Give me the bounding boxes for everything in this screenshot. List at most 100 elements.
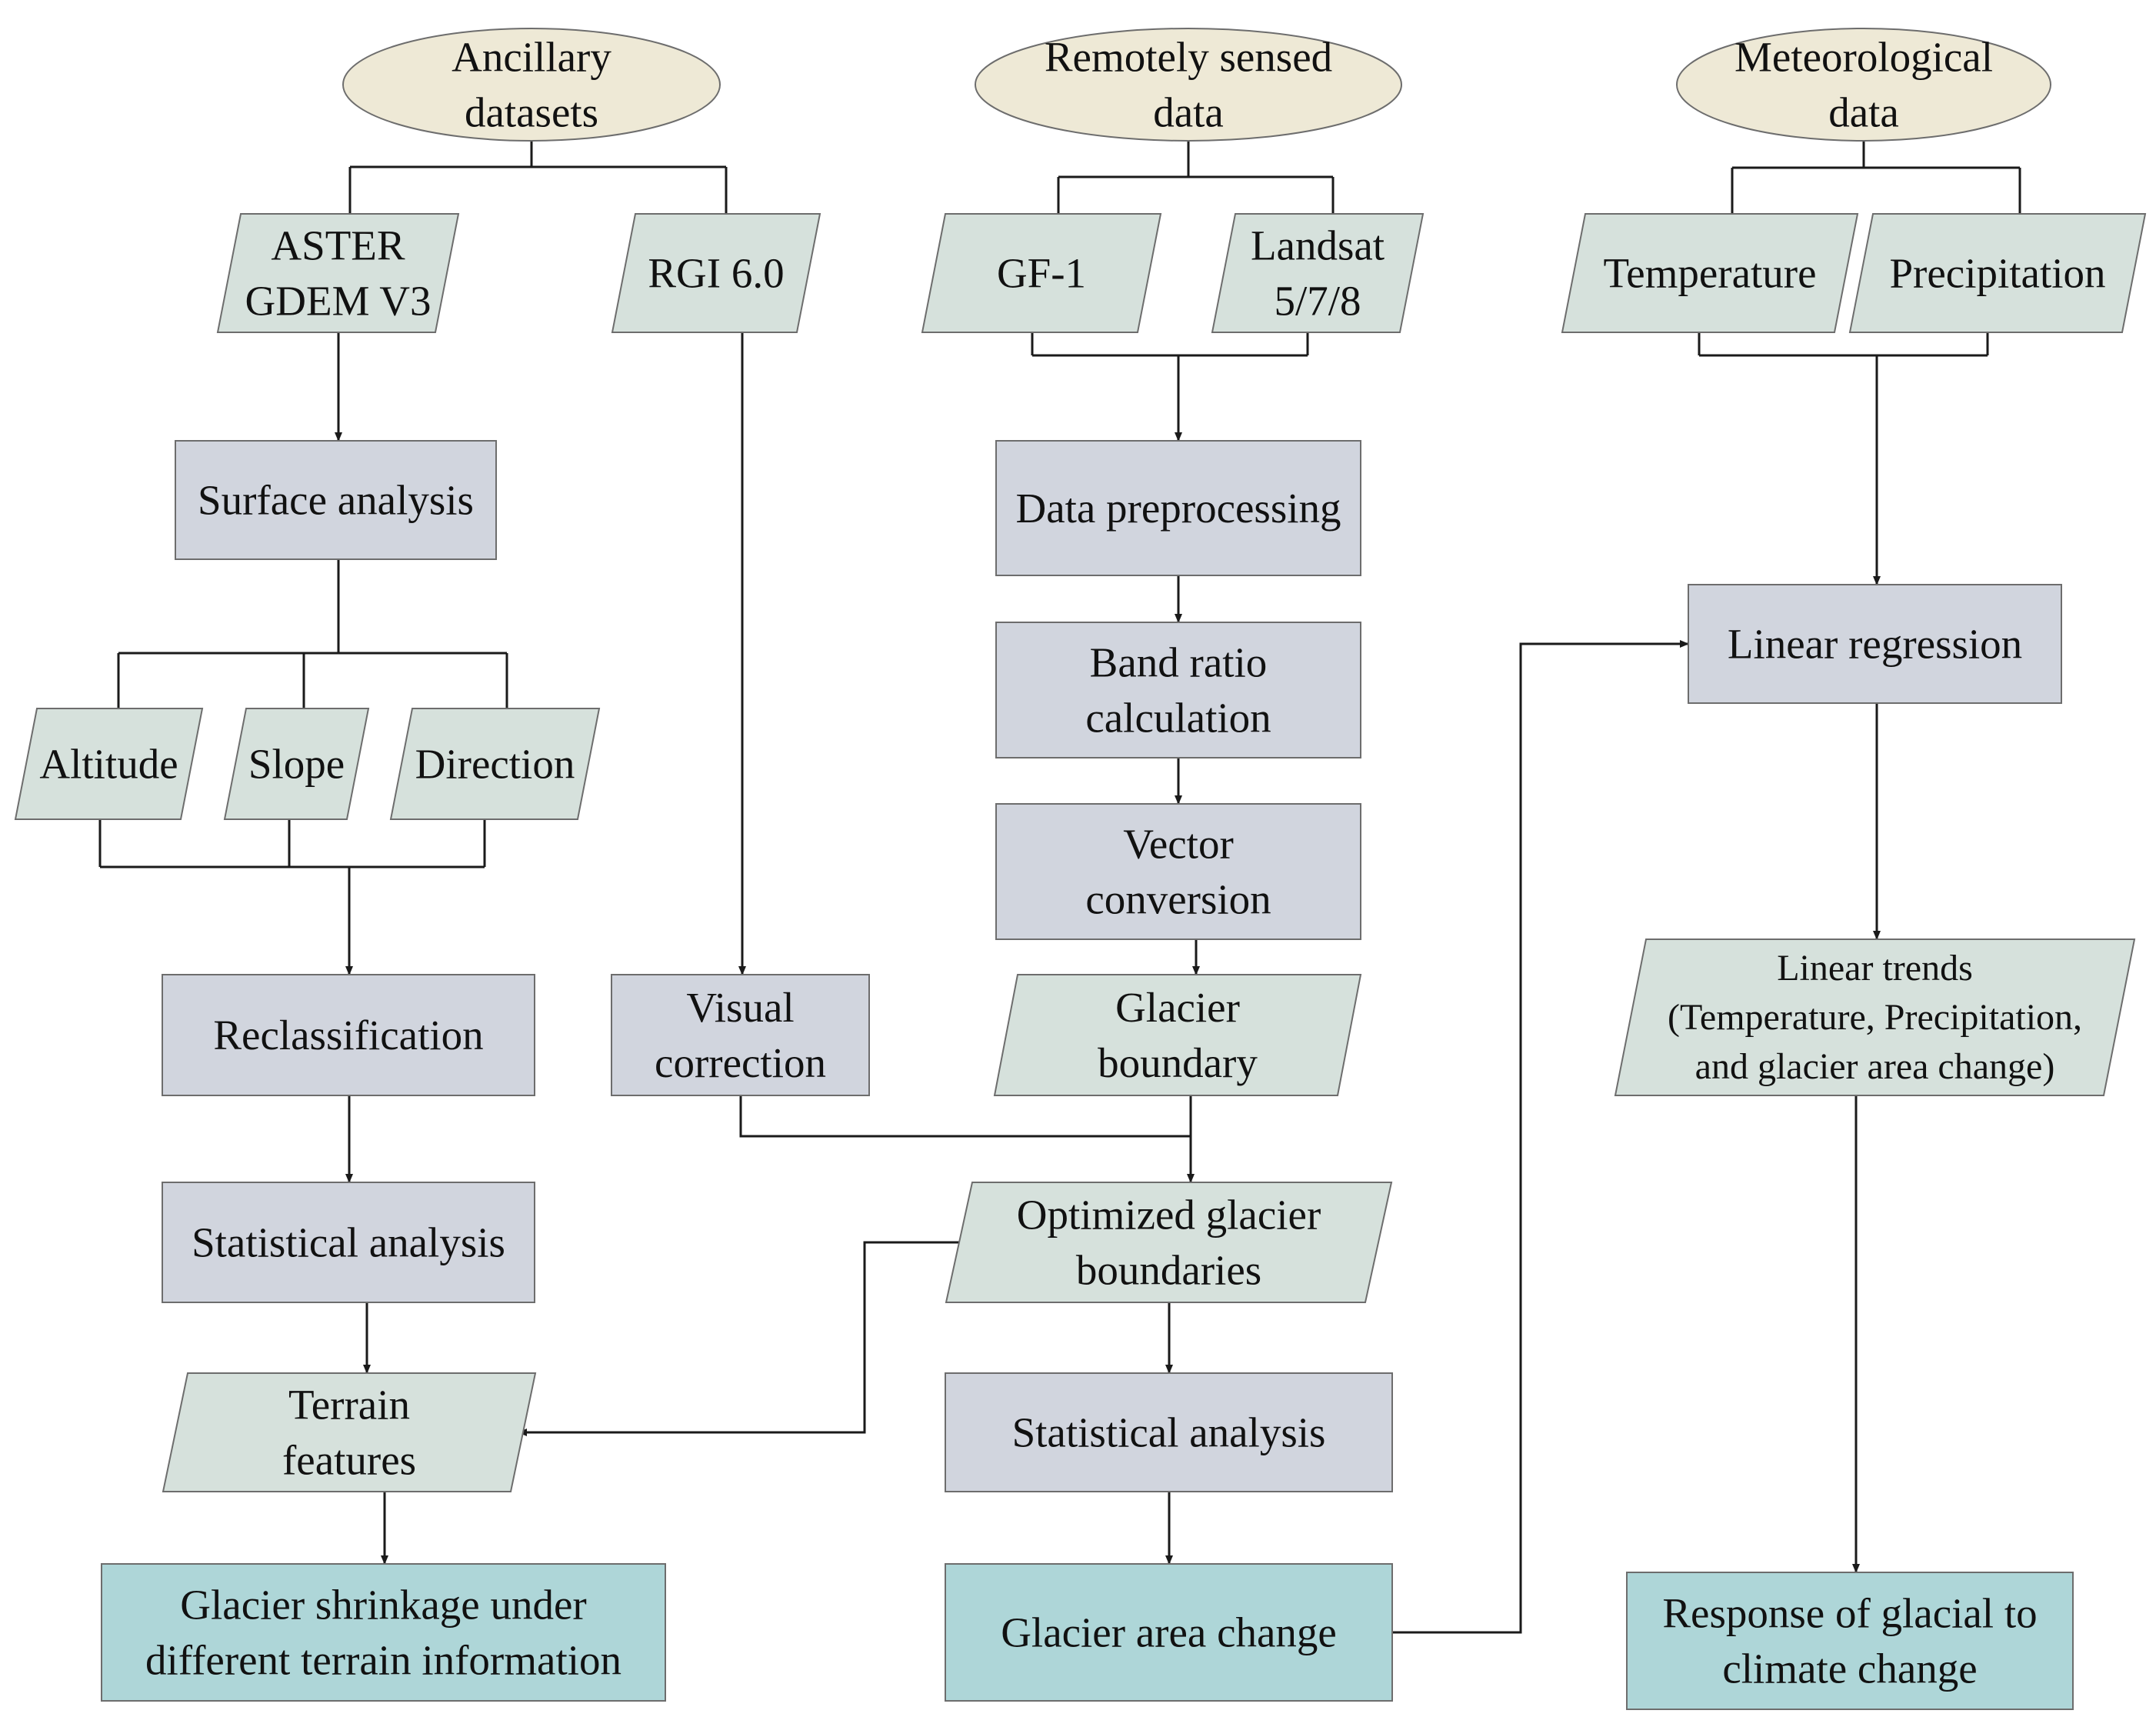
dataset-parallelogram [1211, 213, 1425, 333]
node-precip: Precipitation [1848, 213, 2147, 333]
node-shrinkage: Glacier shrinkage under different terrain… [101, 1563, 666, 1702]
node-vector: Vector conversion [995, 803, 1361, 940]
dataset-parallelogram [389, 708, 601, 820]
node-altitude: Altitude [14, 708, 204, 820]
process-box [611, 974, 870, 1096]
node-label: Landsat [1251, 222, 1385, 269]
node-stat1: Statistical analysis [162, 1182, 535, 1303]
node-surface: Surface analysis [175, 440, 497, 560]
node-preproc: Data preprocessing [995, 440, 1361, 576]
dataset-parallelogram [1848, 213, 2147, 333]
node-label: Statistical analysis [192, 1219, 505, 1266]
node-landsat: Landsat 5/7/8 [1211, 213, 1425, 333]
source-ellipse [342, 28, 721, 142]
node-terrain: Terrain features [162, 1372, 537, 1492]
node-label: Terrain [288, 1382, 410, 1429]
process-box [945, 1372, 1393, 1492]
node-label: (Temperature, Precipitation, [1668, 997, 2082, 1038]
node-areachange: Glacier area change [945, 1563, 1393, 1702]
node-label: Meteorological [1734, 34, 1993, 81]
node-label: Glacier area change [1001, 1609, 1337, 1656]
node-label: GDEM V3 [245, 278, 432, 325]
node-trends: Linear trends (Temperature, Precipitation… [1614, 939, 2136, 1096]
node-label: Direction [415, 741, 575, 788]
node-direction: Direction [389, 708, 601, 820]
node-label: Vector [1123, 821, 1234, 868]
node-label: datasets [465, 89, 598, 136]
node-label: ASTER [271, 222, 405, 269]
arrow-connector [518, 1241, 967, 1436]
node-label: Optimized glacier [1017, 1192, 1321, 1239]
node-label: Surface analysis [198, 477, 474, 524]
process-box [162, 1182, 535, 1303]
node-label: GF-1 [997, 250, 1086, 297]
node-label: Temperature [1603, 250, 1816, 297]
node-linreg: Linear regression [1688, 584, 2062, 704]
node-label: boundaries [1076, 1247, 1261, 1294]
node-label: Linear regression [1728, 621, 2022, 668]
node-label: correction [655, 1039, 826, 1086]
dataset-parallelogram [14, 708, 204, 820]
node-label: 5/7/8 [1274, 278, 1361, 325]
node-stat2: Statistical analysis [945, 1372, 1393, 1492]
node-label: Slope [248, 741, 345, 788]
node-visual: Visual correction [611, 974, 870, 1096]
node-label: Visual [686, 984, 794, 1031]
node-label: features [282, 1437, 416, 1484]
node-label: different terrain information [145, 1637, 621, 1684]
process-box [162, 974, 535, 1096]
node-label: conversion [1085, 876, 1271, 923]
node-temperature: Temperature [1561, 213, 1859, 333]
process-box [995, 440, 1361, 576]
node-label: Altitude [39, 741, 178, 788]
node-label: data [1153, 89, 1224, 136]
process-box [995, 803, 1361, 940]
node-label: Remotely sensed [1045, 34, 1332, 81]
node-label: RGI 6.0 [648, 250, 784, 297]
dataset-parallelogram [1561, 213, 1859, 333]
dataset-parallelogram [216, 213, 460, 333]
node-label: Linear trends [1777, 948, 1973, 989]
result-box [101, 1563, 666, 1702]
result-box [945, 1563, 1393, 1702]
dataset-parallelogram [1614, 939, 2136, 1096]
process-box [995, 622, 1361, 758]
dataset-parallelogram [223, 708, 370, 820]
process-box [1688, 584, 2062, 704]
node-label: Reclassification [213, 1012, 483, 1059]
node-rgi: RGI 6.0 [611, 213, 821, 333]
node-label: boundary [1098, 1039, 1258, 1086]
node-label: Data preprocessing [1015, 485, 1341, 532]
dataset-parallelogram [921, 213, 1162, 333]
connectors [98, 141, 2021, 1634]
dataset-parallelogram [993, 974, 1362, 1096]
dataset-parallelogram [611, 213, 821, 333]
node-reclass: Reclassification [162, 974, 535, 1096]
node-label: Response of glacial to [1662, 1590, 2037, 1637]
node-optimized: Optimized glacier boundaries [945, 1182, 1393, 1303]
source-ellipse [975, 28, 1402, 142]
node-label: and glacier area change) [1695, 1046, 2055, 1087]
arrow-connector [1392, 640, 1689, 1634]
node-aster: ASTER GDEM V3 [216, 213, 460, 333]
node-gf1: GF-1 [921, 213, 1162, 333]
node-slope: Slope [223, 708, 370, 820]
node-label: Glacier shrinkage under [180, 1582, 586, 1629]
branch-connector [739, 1095, 1191, 1138]
nodes: Ancillary datasets Remotely sensed data Mete… [14, 28, 2147, 1710]
node-remote: Remotely sensed data [975, 28, 1402, 142]
node-label: Glacier [1115, 984, 1240, 1031]
source-ellipse [1676, 28, 2051, 142]
node-ancillary: Ancillary datasets [342, 28, 721, 142]
node-label: Ancillary [452, 34, 611, 81]
process-box [175, 440, 497, 560]
result-box [1626, 1572, 2074, 1710]
node-label: Precipitation [1889, 250, 2105, 297]
node-label: calculation [1085, 695, 1271, 742]
dataset-parallelogram [162, 1372, 537, 1492]
node-boundary: Glacier boundary [993, 974, 1362, 1096]
